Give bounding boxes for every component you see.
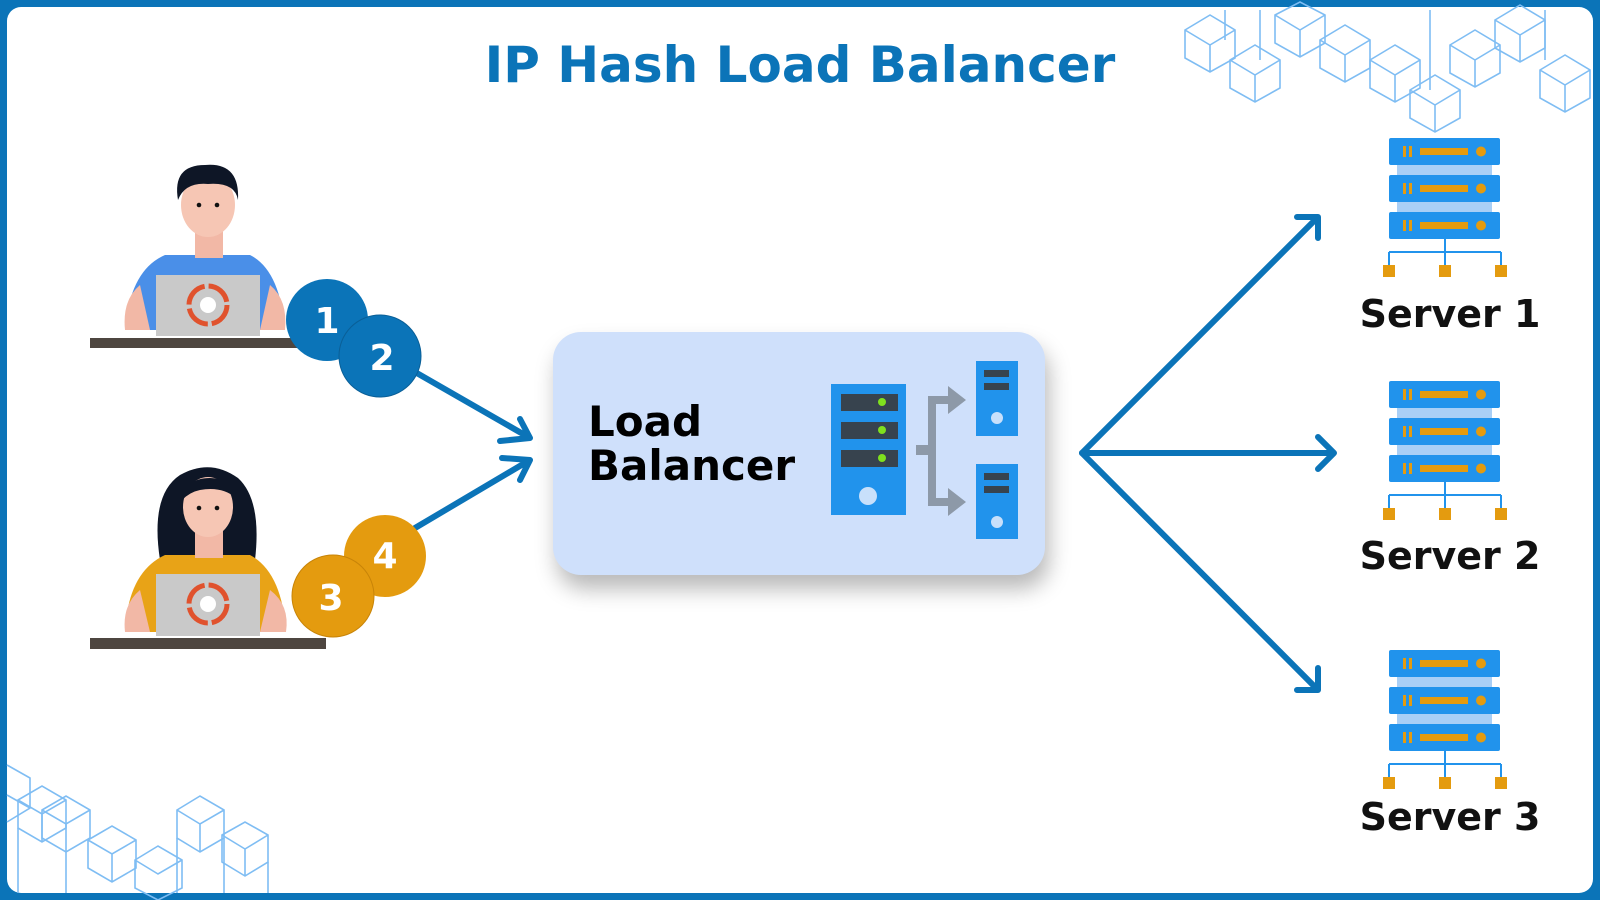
server-1-rack-icon [1382, 137, 1508, 278]
request-badge-3 [291, 554, 375, 638]
request-badges-user2: 3 4 [291, 515, 426, 638]
load-balancer-box [553, 332, 1045, 575]
diagram-title: IP Hash Load Balancer [484, 36, 1116, 94]
load-balancer-label-line2: Balancer [588, 441, 796, 490]
lb-main-server-icon [831, 384, 906, 515]
client-user-2 [90, 467, 326, 649]
face-icon [183, 477, 233, 537]
distribution-arrows [1079, 214, 1337, 693]
lb-backend-server-icon-bottom [976, 464, 1018, 539]
arrow-user1-to-lb [412, 369, 533, 444]
arrow-user2-to-lb [412, 455, 533, 531]
request-badge-1-label: 1 [314, 301, 339, 342]
server-3-label: Server 3 [1359, 795, 1541, 839]
hair-icon [177, 164, 239, 200]
server-2-rack-icon [1382, 380, 1508, 521]
arrow-lb-to-server2 [1079, 434, 1337, 472]
load-balancer-label-line1: Load [588, 397, 703, 446]
arrow-lb-to-server1 [1079, 214, 1321, 456]
request-badge-3-label: 3 [318, 578, 343, 619]
cube-pattern-top-right [1184, 1, 1591, 133]
desk [90, 338, 302, 348]
request-badges-user1: 1 2 [286, 279, 422, 398]
server-2-label: Server 2 [1359, 534, 1541, 578]
arrow-lb-to-server3 [1079, 450, 1321, 693]
request-arrows [412, 369, 533, 531]
cube-pattern-bottom-left [6, 764, 269, 900]
load-balancer-label: Load Balancer [588, 400, 795, 488]
request-badge-2-label: 2 [369, 338, 394, 379]
lb-split-arrow-icon [916, 386, 966, 516]
request-badge-4-label: 4 [372, 536, 397, 577]
desk [90, 638, 326, 649]
client-user-1 [90, 164, 302, 348]
server-1-label: Server 1 [1359, 292, 1541, 336]
lb-backend-server-icon-top [976, 361, 1018, 436]
server-3-rack-icon [1382, 649, 1508, 790]
face-icon [181, 173, 235, 237]
request-badge-2 [338, 314, 422, 398]
